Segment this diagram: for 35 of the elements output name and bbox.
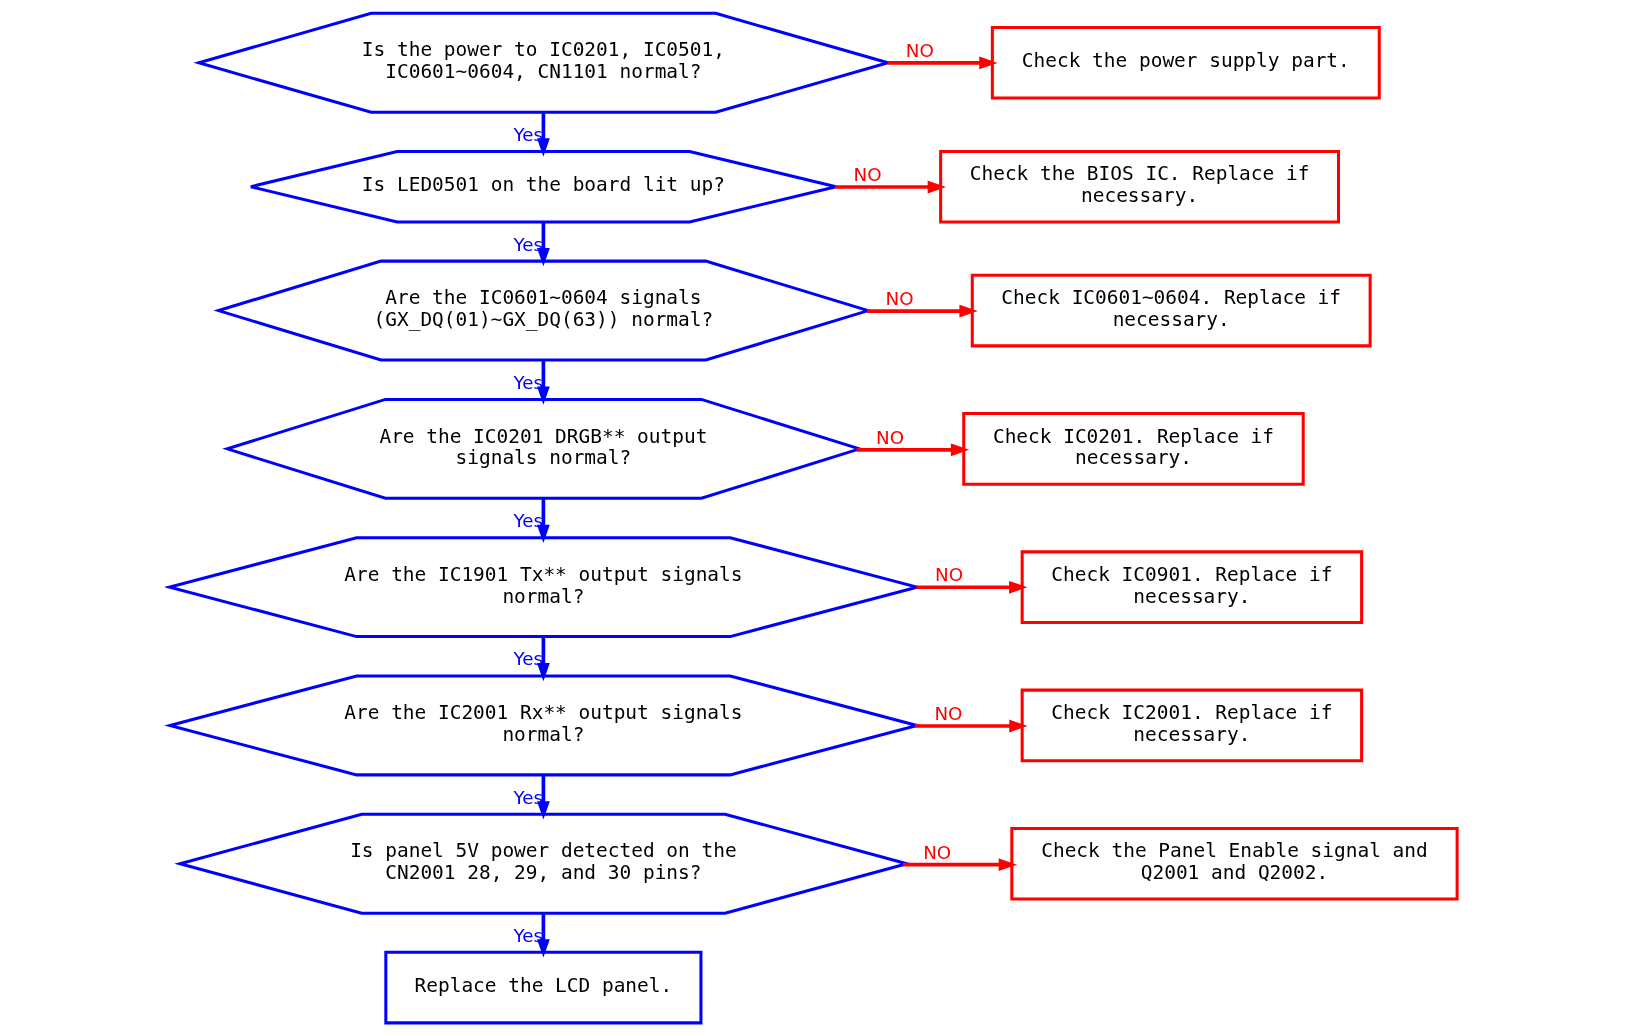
node-box: Check the power supply part. [990,26,1381,100]
edge-label: NO [875,426,904,448]
node-box: Check IC0901. Replace if necessary. [1020,550,1363,624]
arrow [915,580,1027,594]
edge-label: NO [933,702,962,724]
arrow [536,498,550,543]
node-box: Check IC0601~0604. Replace if necessary. [970,273,1372,348]
edge-label: Yes [512,123,543,145]
edge-label: NO [884,288,914,310]
arrow [536,360,550,405]
edge-label: Yes [512,786,543,808]
arrow [536,636,550,682]
edge-label: NO [905,39,934,61]
arrow [834,180,946,194]
arrow [536,913,550,958]
node-box: Replace the LCD panel. [383,950,702,1025]
node-box: Check IC0201. Replace if necessary. [961,412,1305,486]
arrow [887,56,997,70]
arrow [902,858,1017,872]
node-box: Check IC2001. Replace if necessary. [1020,688,1363,763]
edge-label: Yes [512,371,543,393]
arrow [536,222,550,267]
arrow [914,719,1028,733]
edge-label: Yes [512,648,543,670]
arrow [536,112,550,157]
node-box: Check the Panel Enable signal and Q2001 and Q2002. [1009,826,1459,901]
node-box: Check the BIOS IC. Replace if necessary. [938,149,1340,224]
edge-label: Yes [512,924,543,946]
edge-label: NO [934,564,963,586]
edge-label: Yes [512,510,543,532]
edge-label: NO [922,841,951,863]
edge-label: NO [853,163,882,185]
arrow [536,774,550,820]
arrow [856,443,969,457]
arrow [866,304,978,318]
